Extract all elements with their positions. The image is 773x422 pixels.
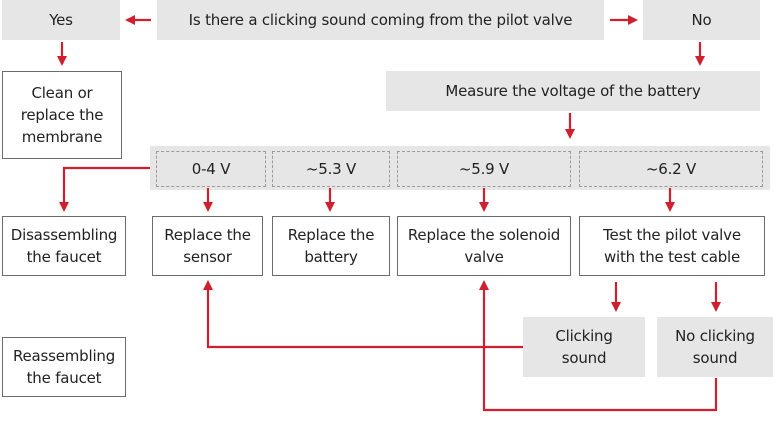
voltage-6-2-node: ~6.2 V — [579, 151, 763, 187]
reassembling-text: Reassembling the faucet — [12, 347, 116, 387]
voltage-5-9-node: ~5.9 V — [397, 151, 571, 187]
replace-battery-text: Replace the battery — [287, 226, 375, 266]
question-node: Is there a clicking sound coming from th… — [157, 0, 604, 40]
disassembling-node: Disassembling the faucet — [2, 216, 126, 276]
voltage-6-2-text: ~6.2 V — [645, 160, 697, 178]
arrow-noclicking-to-solenoid — [479, 280, 718, 412]
measure-voltage-text: Measure the voltage of the battery — [445, 82, 701, 100]
question-text: Is there a clicking sound coming from th… — [188, 11, 573, 29]
voltage-5-3-text: ~5.3 V — [305, 160, 357, 178]
clicking-sound-node: Clicking sound — [523, 317, 645, 377]
replace-sensor-text: Replace the sensor — [164, 226, 251, 266]
no-clicking-sound-text: No clicking sound — [675, 327, 755, 367]
replace-solenoid-node: Replace the solenoid valve — [397, 216, 571, 276]
yes-text: Yes — [49, 11, 73, 29]
replace-sensor-node: Replace the sensor — [152, 216, 263, 276]
test-pilot-text: Test the pilot valve with the test cable — [603, 226, 741, 266]
arrow-clicking-to-sensor — [203, 280, 523, 349]
voltage-5-3-node: ~5.3 V — [272, 151, 390, 187]
yes-node: Yes — [2, 0, 120, 40]
reassembling-node: Reassembling the faucet — [2, 337, 126, 397]
no-text: No — [691, 11, 712, 29]
voltage-0-4-text: 0-4 V — [191, 160, 231, 178]
arrow-band-to-disassembling — [59, 166, 150, 212]
test-pilot-node: Test the pilot valve with the test cable — [579, 216, 765, 276]
no-node: No — [643, 0, 760, 40]
disassembling-text: Disassembling the faucet — [10, 226, 118, 266]
clean-membrane-text: Clean or replace the membrane — [20, 84, 104, 146]
voltage-0-4-node: 0-4 V — [156, 151, 266, 187]
no-clicking-sound-node: No clicking sound — [657, 317, 773, 377]
measure-voltage-node: Measure the voltage of the battery — [386, 71, 760, 111]
clean-membrane-node: Clean or replace the membrane — [2, 71, 122, 159]
replace-battery-node: Replace the battery — [272, 216, 390, 276]
replace-solenoid-text: Replace the solenoid valve — [407, 226, 561, 266]
voltage-5-9-text: ~5.9 V — [458, 160, 510, 178]
clicking-sound-text: Clicking sound — [555, 327, 613, 367]
